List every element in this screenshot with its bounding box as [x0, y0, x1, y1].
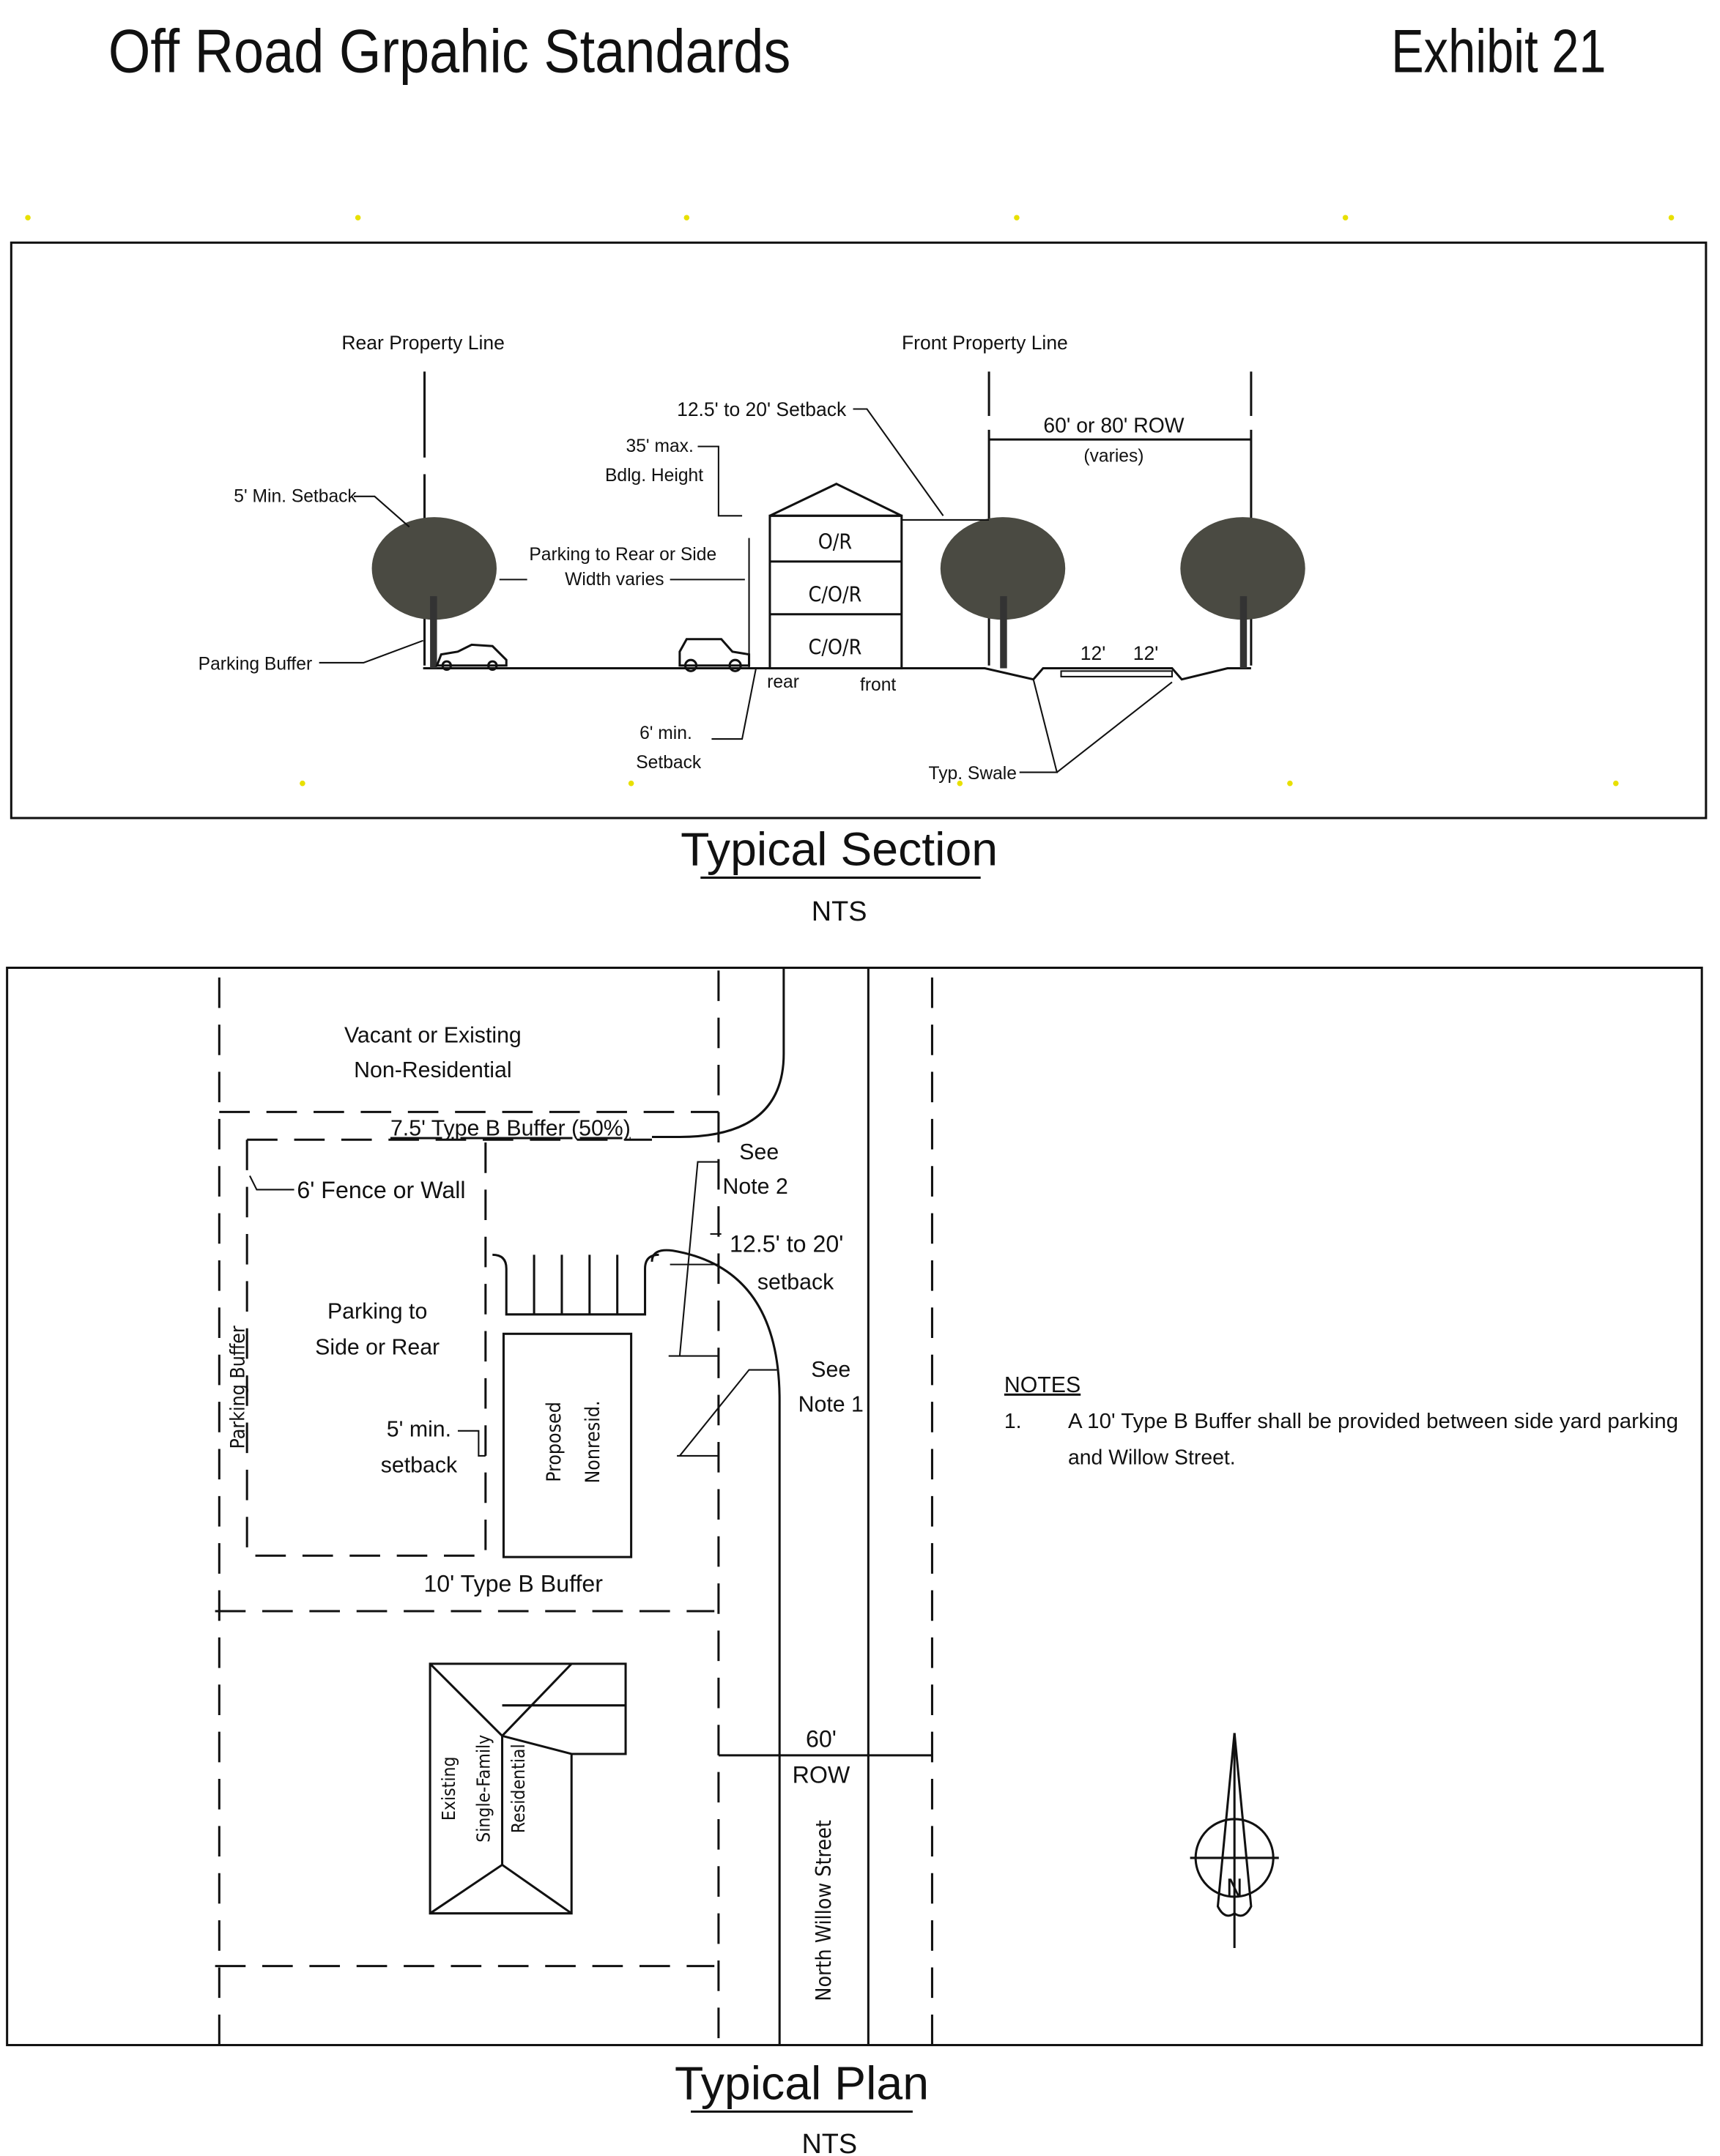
see-note-1-label: Note 1: [798, 1392, 864, 1416]
parking-label: Parking to: [327, 1299, 427, 1323]
existing-house-label: Existing: [438, 1756, 459, 1821]
front-label: front: [860, 675, 896, 695]
swale-label: Typ. Swale: [929, 764, 1017, 784]
buffer-10-label: 10' Type B Buffer: [423, 1570, 603, 1596]
note-text: and Willow Street.: [1068, 1446, 1236, 1469]
typical-plan: N Vacant or Existing Non-Residential 7.5…: [6, 966, 1703, 2047]
north-label: N: [1226, 1874, 1243, 1903]
section-scale: NTS: [812, 896, 867, 927]
tree-icon: [940, 517, 1066, 669]
parking-buffer-label: Parking Buffer: [226, 1326, 249, 1449]
front-property-line-label: Front Property Line: [902, 332, 1068, 354]
min-setback-label: 5' min.: [387, 1417, 451, 1441]
section-title: Typical Section: [681, 822, 998, 875]
max-height-label: Bdlg. Height: [605, 466, 703, 486]
floor-label: C/O/R: [808, 636, 861, 660]
front-setback-label: 12.5' to 20': [730, 1231, 843, 1257]
fence-label: 6' Fence or Wall: [297, 1177, 465, 1203]
parking-label: Width varies: [565, 570, 664, 590]
typical-section: O/R C/O/R C/O/R Rear Property Line Front…: [10, 241, 1708, 819]
parking-buffer-label: Parking Buffer: [199, 654, 313, 674]
row-label: 60' or 80' ROW: [1043, 415, 1184, 438]
floor-label: C/O/R: [808, 583, 861, 607]
car-icon: [435, 643, 508, 671]
car-icon: [678, 638, 751, 672]
min-setback-label: 5' Min. Setback: [234, 486, 357, 506]
exhibit-number: Exhibit 21: [1391, 17, 1606, 85]
header: Off Road Grpahic Standards Exhibit 21: [108, 17, 1606, 85]
min-setback-label: setback: [381, 1454, 458, 1478]
plan-scale: NTS: [801, 2129, 857, 2156]
note-text: A 10' Type B Buffer shall be provided be…: [1068, 1410, 1678, 1433]
notes: NOTES 1. A 10' Type B Buffer shall be pr…: [1004, 1373, 1678, 1469]
parking-lot: [492, 1253, 659, 1316]
parking-label: Parking to Rear or Side: [529, 545, 716, 565]
notes-heading: NOTES: [1004, 1373, 1080, 1397]
sheet-title: Off Road Grpahic Standards: [108, 17, 790, 85]
front-setback-label: setback: [757, 1271, 834, 1295]
max-height-label: 35' max.: [626, 436, 694, 456]
tree-icon: [1180, 517, 1305, 669]
proposed-building-label: Proposed: [543, 1402, 566, 1482]
street-label: North Willow Street: [812, 1820, 836, 2001]
note-number: 1.: [1004, 1410, 1022, 1433]
row-label: (varies): [1083, 446, 1143, 466]
building: O/R C/O/R C/O/R: [768, 483, 903, 670]
floor-label: O/R: [818, 530, 853, 554]
vacant-label: Non-Residential: [354, 1058, 511, 1082]
parking-label: Side or Rear: [315, 1336, 440, 1360]
side-setback-label: Setback: [636, 753, 702, 773]
north-arrow: N: [1190, 1733, 1279, 1949]
side-setback-label: 6' min.: [640, 724, 692, 743]
lane-width-label: 12': [1133, 642, 1159, 664]
tree-icon: [371, 517, 497, 669]
vacant-label: Vacant or Existing: [344, 1024, 522, 1048]
buffer-75-label: 7.5' Type B Buffer (50%): [390, 1117, 631, 1141]
plan-frame: [6, 966, 1703, 2047]
front-setback-label: 12.5' to 20' Setback: [677, 398, 847, 420]
yellow-marks: [25, 215, 1675, 787]
plan-title: Typical Plan: [675, 2056, 929, 2109]
existing-house: [429, 1662, 627, 1915]
existing-house-label: Residential: [508, 1744, 529, 1833]
existing-house-label: Single-Family: [473, 1735, 494, 1843]
see-note-2-label: Note 2: [723, 1175, 788, 1199]
rear-property-line-label: Rear Property Line: [341, 332, 504, 354]
section-frame: [10, 241, 1708, 819]
lane-width-label: 12': [1080, 642, 1106, 664]
proposed-building-label: Nonresid.: [582, 1400, 604, 1483]
row-label: 60': [806, 1725, 837, 1752]
row-label: ROW: [793, 1762, 850, 1788]
see-note-2-label: See: [739, 1140, 779, 1164]
see-note-1-label: See: [811, 1358, 850, 1382]
rear-label: rear: [767, 672, 799, 692]
proposed-building: [502, 1332, 633, 1558]
